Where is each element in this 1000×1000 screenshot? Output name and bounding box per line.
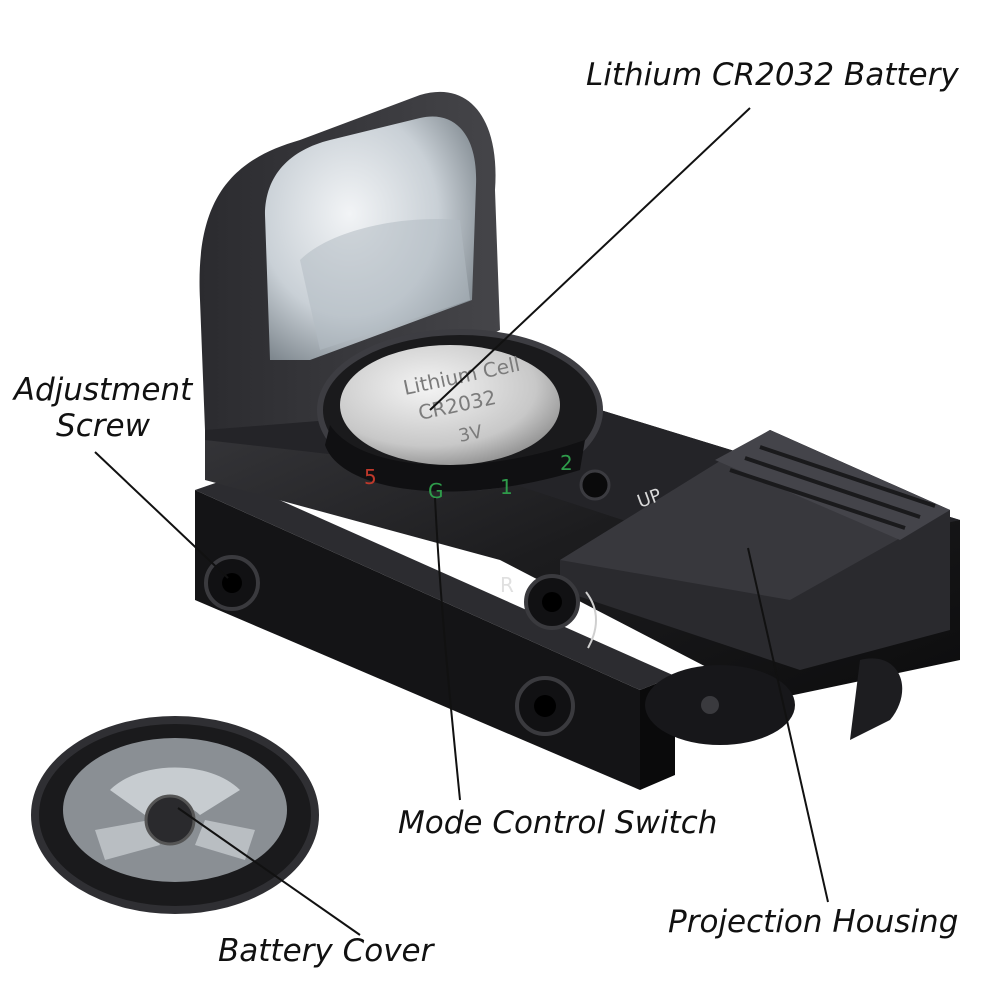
battery-cover-part: [31, 716, 319, 914]
windage-mark: R: [500, 573, 514, 597]
battery-leader: [429, 107, 751, 411]
clamp-knob: [645, 658, 903, 745]
projection-leader: [747, 547, 829, 903]
dial-mark-1: 1: [500, 475, 513, 499]
dial-mark-2: 2: [560, 451, 573, 475]
dial-mark-5: 5: [364, 465, 377, 489]
battery-print-3: 3V: [457, 421, 485, 447]
dial-mark-g: G: [428, 479, 444, 503]
mode-dial: 5 G 1 2: [325, 425, 585, 503]
callout-battery: Lithium CR2032 Battery: [586, 57, 959, 93]
callout-mode-switch: Mode Control Switch: [398, 805, 718, 841]
mode-switch-leader: [434, 497, 461, 801]
callout-projection-housing: Projection Housing: [668, 904, 959, 940]
callout-battery-cover: Battery Cover: [218, 933, 434, 969]
callout-adjustment-line2: Screw: [56, 407, 150, 444]
top-hex-screw: [579, 469, 611, 501]
cover-leader: [177, 807, 361, 936]
battery-compartment: Lithium Cell CR2032 3V: [317, 329, 603, 491]
callout-adjustment-screw: Adjustment Screw: [8, 372, 198, 444]
callout-adjustment-line1: Adjustment: [13, 372, 193, 408]
coin-cell-battery: [340, 345, 560, 465]
projection-housing-body: UP: [560, 430, 950, 670]
leader-lines: [94, 107, 829, 936]
adjustment-leader: [94, 451, 229, 579]
